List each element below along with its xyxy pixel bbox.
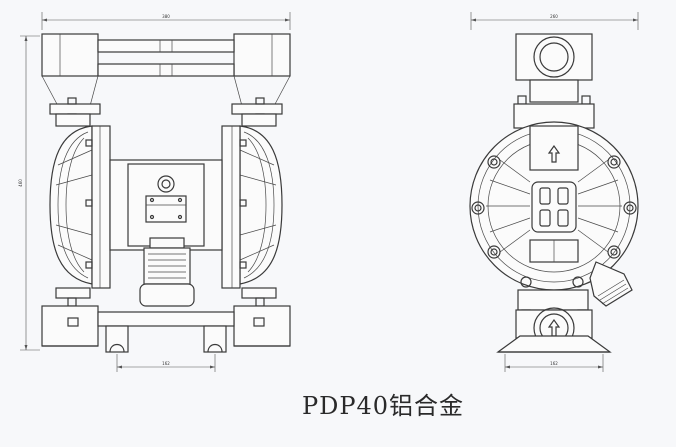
front-top-dimension: 380 <box>41 12 291 30</box>
top-outlet <box>515 33 593 103</box>
housing-bolts <box>471 155 637 259</box>
muffler <box>139 237 195 307</box>
side-width-label: 260 <box>550 14 558 19</box>
bottom-manifold <box>41 305 291 353</box>
front-left-dimension: 460 <box>18 35 40 351</box>
front-base-dimension: 162 <box>116 354 216 372</box>
side-view: 260 <box>469 12 639 372</box>
caption-container: PDP40铝合金 <box>0 386 676 421</box>
side-top-dimension: 260 <box>470 12 639 30</box>
side-base-label: 162 <box>550 361 558 366</box>
upper-flanges <box>49 97 283 127</box>
lower-section <box>496 276 612 353</box>
front-height-label: 460 <box>18 179 23 187</box>
model-caption: PDP40铝合金 <box>301 392 465 420</box>
left-diaphragm-housing <box>49 125 111 289</box>
top-manifold <box>41 33 291 107</box>
front-view: 380 460 <box>18 12 291 372</box>
side-muffler <box>589 261 633 307</box>
front-width-label: 380 <box>162 14 170 19</box>
right-diaphragm-housing <box>221 125 283 289</box>
front-base-label: 162 <box>162 361 170 366</box>
side-base-dimension: 162 <box>504 354 604 372</box>
round-housing <box>469 121 639 291</box>
lower-flanges <box>55 287 277 307</box>
center-body <box>109 159 223 251</box>
